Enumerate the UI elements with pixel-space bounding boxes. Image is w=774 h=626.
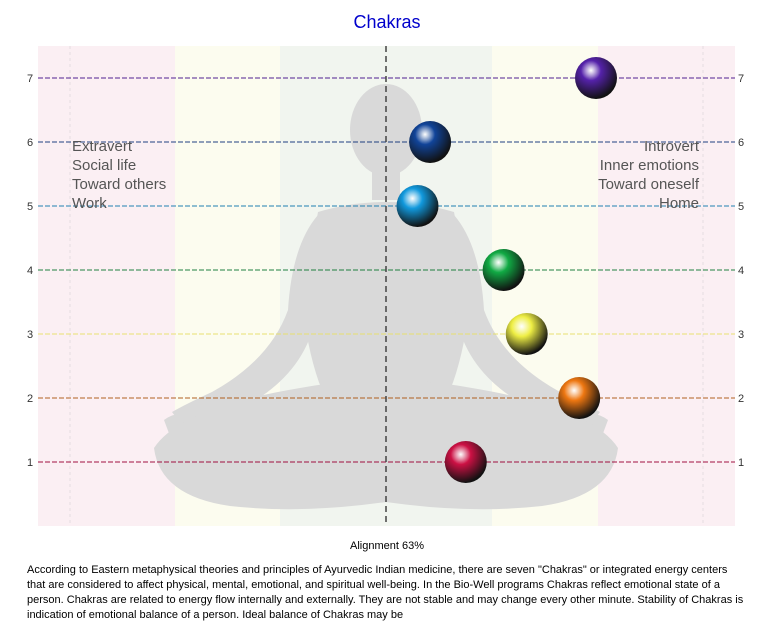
y-tick-left: 2 [27, 393, 33, 405]
y-tick-right: 6 [738, 137, 744, 149]
y-tick-right: 4 [738, 265, 744, 277]
right-label-home: Home [658, 195, 699, 212]
y-tick-left: 3 [27, 329, 33, 341]
chakra-point-7 [575, 57, 617, 99]
right-label-toward-oneself: Toward oneself [598, 176, 699, 193]
y-axis-ticks: 1 1 2 2 3 3 4 4 5 5 6 6 7 7 [27, 73, 744, 469]
chakra-point-3 [505, 313, 548, 355]
y-tick-left: 5 [27, 201, 33, 213]
chakra-points [396, 57, 617, 483]
y-tick-right: 7 [738, 73, 744, 85]
meditation-silhouette-icon [154, 84, 618, 510]
y-tick-right: 2 [738, 393, 744, 405]
y-tick-right: 3 [738, 329, 744, 341]
y-tick-left: 6 [27, 137, 33, 149]
chart-title: Chakras [353, 12, 421, 32]
left-labels: Extravert Social life Toward others Work [72, 137, 166, 213]
y-tick-right: 1 [738, 457, 744, 469]
left-label-social-life: Social life [72, 157, 137, 174]
chakra-point-2 [558, 377, 601, 419]
chakra-point-6 [409, 121, 452, 163]
right-labels: Introvert Inner emotions Toward oneself … [598, 137, 699, 213]
right-label-inner-emotions: Inner emotions [599, 157, 699, 174]
left-label-work: Work [72, 195, 107, 212]
left-label-extravert: Extravert [72, 138, 133, 155]
left-label-toward-others: Toward others [72, 176, 167, 193]
y-tick-left: 1 [27, 457, 33, 469]
chakra-point-5 [396, 185, 439, 227]
alignment-label: Alignment 63% [350, 540, 424, 552]
chakra-point-4 [482, 249, 525, 291]
level-lines [38, 77, 735, 463]
right-label-introvert: Introvert [643, 138, 699, 155]
y-tick-left: 4 [27, 265, 33, 277]
y-tick-left: 7 [27, 73, 33, 85]
y-tick-right: 5 [738, 201, 744, 213]
chakra-point-1 [444, 441, 487, 483]
description-text: According to Eastern metaphysical theori… [27, 564, 744, 621]
chakras-chart: 1 1 2 2 3 3 4 4 5 5 6 6 7 7 [27, 46, 744, 526]
